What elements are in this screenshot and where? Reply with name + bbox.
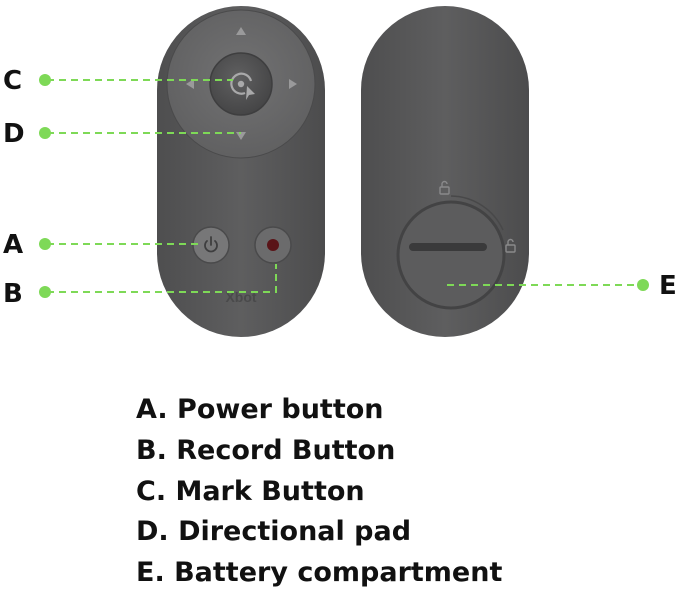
remote-back: [361, 6, 529, 337]
leader-dots: [39, 74, 649, 298]
record-dot: [267, 239, 279, 251]
dpad-left-arrow-icon[interactable]: [186, 79, 194, 89]
callout-a: A: [3, 230, 24, 260]
legend-item-c: C. Mark Button: [136, 475, 365, 507]
callout-c: C: [3, 66, 23, 96]
power-icon: [204, 236, 218, 253]
leader-dot-e: [637, 279, 649, 291]
callout-b: B: [3, 279, 23, 309]
leader-lines: [47, 79, 641, 293]
lock-closed-icon: [439, 180, 450, 195]
legend-item-d: D. Directional pad: [136, 516, 412, 548]
leader-dot-b: [39, 286, 51, 298]
battery-rotation-arc: [450, 195, 504, 231]
dpad-right-arrow-icon[interactable]: [289, 79, 297, 89]
dpad-up-arrow-icon[interactable]: [236, 27, 246, 35]
leader-dot-c: [39, 74, 51, 86]
dpad-down-arrow-icon[interactable]: [236, 132, 246, 140]
battery-slot: [409, 243, 487, 251]
remote-diagram: Xbot: [39, 6, 649, 337]
lock-open-icon: [505, 238, 516, 253]
leader-dot-d: [39, 127, 51, 139]
callout-d: D: [3, 119, 25, 149]
battery-compartment[interactable]: [396, 200, 506, 310]
leader-line-b: [47, 264, 277, 293]
callout-e: E: [659, 271, 677, 301]
leader-dot-a: [39, 238, 51, 250]
legend-item-e: E. Battery compartment: [136, 557, 503, 589]
legend-item-b: B. Record Button: [136, 434, 396, 466]
remote-front: Xbot: [157, 6, 325, 337]
legend: A. Power button B. Record Button C. Mark…: [136, 393, 502, 597]
legend-item-a: A. Power button: [136, 394, 384, 425]
